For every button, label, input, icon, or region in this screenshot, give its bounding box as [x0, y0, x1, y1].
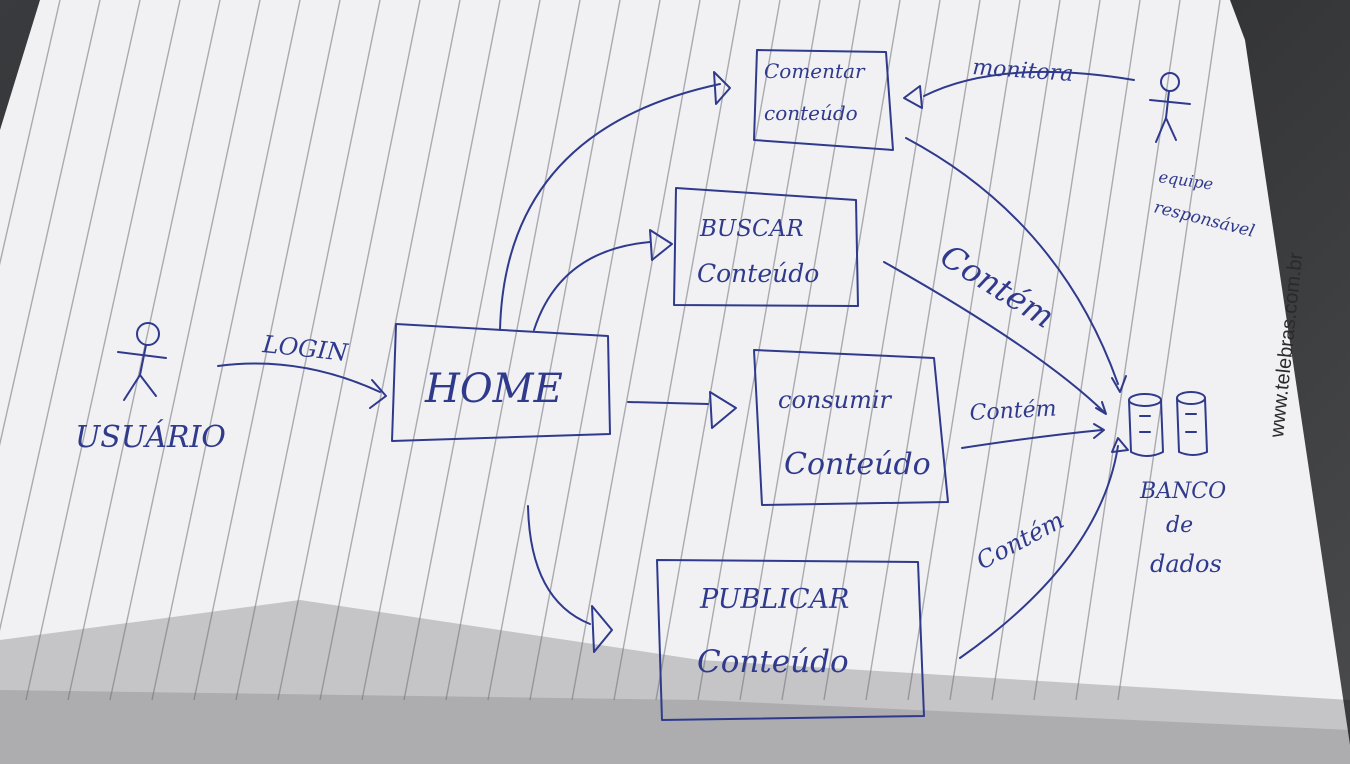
- edge-home-buscar: [533, 229, 673, 331]
- ruled-line: [949, 0, 1061, 701]
- ruled-line: [151, 0, 301, 701]
- ruled-line: [235, 0, 381, 701]
- ruled-line: [487, 0, 621, 701]
- node-consumir-label-1: consumir: [778, 386, 893, 414]
- ruled-line: [655, 0, 781, 701]
- node-home-label: HOME: [424, 366, 563, 412]
- node-banco-label-2: de: [1166, 513, 1193, 538]
- node-banco-label-3: dados: [1150, 550, 1222, 578]
- node-consumir-label-2: Conteúdo: [784, 447, 931, 482]
- edge-home-publicar: [527, 505, 613, 653]
- paper-shadow-bottom: [0, 690, 1350, 764]
- ruled-line: [25, 0, 181, 701]
- ruled-line: [0, 0, 61, 266]
- edge-consumir-banco-label: Contém: [969, 396, 1057, 426]
- node-banco-de-dados: BANCO de dados: [1128, 391, 1226, 578]
- ruled-line: [529, 0, 661, 701]
- ruled-line: [571, 0, 701, 701]
- ruled-line: [277, 0, 421, 701]
- node-buscar-label-2: Conteúdo: [697, 259, 819, 288]
- ruled-line: [403, 0, 541, 701]
- ruled-line: [1117, 0, 1221, 701]
- ruled-line: [193, 0, 341, 701]
- ruled-line: [823, 0, 941, 701]
- ruled-line: [109, 0, 261, 701]
- ruled-line: [781, 0, 901, 701]
- ruled-line: [1075, 0, 1181, 701]
- node-buscar: BUSCAR Conteúdo: [673, 187, 859, 307]
- actor-usuario-label: USUÁRIO: [75, 419, 226, 455]
- ruled-line: [865, 0, 981, 701]
- ruled-line: [739, 0, 861, 701]
- node-publicar-label-2: Conteúdo: [697, 644, 849, 680]
- node-buscar-label-1: BUSCAR: [699, 216, 804, 242]
- paper-shadow: [0, 600, 1350, 764]
- ruled-line: [1033, 0, 1141, 701]
- node-publicar-label-1: PUBLICAR: [699, 584, 849, 615]
- node-comentar-label-2: conteúdo: [764, 101, 858, 125]
- ruled-line: [361, 0, 501, 701]
- ruled-line: [991, 0, 1101, 701]
- ruled-line: [907, 0, 1021, 701]
- edge-consumir-banco: Contém: [961, 396, 1105, 449]
- ruled-line: [0, 0, 141, 632]
- ruled-line: [445, 0, 581, 701]
- node-publicar: PUBLICAR Conteúdo: [656, 559, 925, 721]
- ruled-line: [613, 0, 741, 701]
- node-home: HOME: [391, 323, 611, 442]
- edge-home-consumir: [627, 391, 737, 429]
- database-icon: [1128, 391, 1208, 457]
- node-comentar: Comentar conteúdo: [753, 49, 894, 151]
- ruled-line: [319, 0, 461, 701]
- ruled-line: [0, 0, 101, 447]
- node-comentar-label-1: Comentar: [764, 59, 866, 83]
- actor-usuario: USUÁRIO: [75, 322, 226, 455]
- edge-home-comentar: [499, 71, 731, 331]
- node-consumir: consumir Conteúdo: [753, 349, 949, 506]
- edge-comentar-banco: [905, 137, 1127, 393]
- node-banco-label-1: BANCO: [1139, 479, 1226, 504]
